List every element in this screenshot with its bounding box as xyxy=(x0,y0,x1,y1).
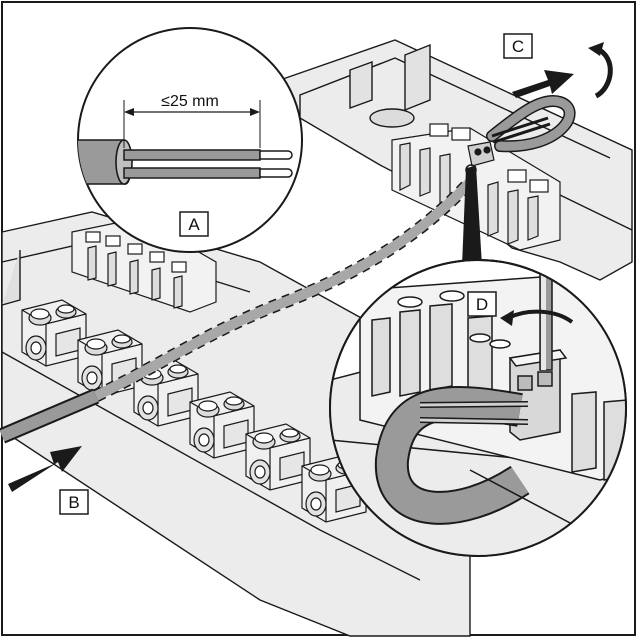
valve-terminal xyxy=(189,391,255,459)
callout-c-label: C xyxy=(512,37,524,56)
detail-d-pointer xyxy=(462,164,482,266)
valve-row xyxy=(21,299,367,523)
strip-length-label: ≤25 mm xyxy=(161,93,219,110)
detail-d xyxy=(329,259,627,557)
insert-arrow-b xyxy=(8,446,82,492)
callout-d: D xyxy=(467,291,497,317)
callout-b-label: B xyxy=(68,493,79,512)
rotate-arrow-c xyxy=(512,42,613,99)
detail-a: ≤25 mm xyxy=(77,27,303,253)
callout-a-label: A xyxy=(188,215,200,234)
valve-terminal xyxy=(133,359,199,427)
valve-terminal xyxy=(245,423,311,491)
callout-a: A xyxy=(179,211,209,237)
callout-d-label: D xyxy=(476,295,488,314)
cable-upper-loop xyxy=(486,95,576,153)
callout-b: B xyxy=(59,489,89,515)
valve-terminal xyxy=(21,299,87,367)
cable-lower xyxy=(0,388,100,444)
callout-c: C xyxy=(503,33,533,59)
cable-hidden-path xyxy=(93,177,475,402)
